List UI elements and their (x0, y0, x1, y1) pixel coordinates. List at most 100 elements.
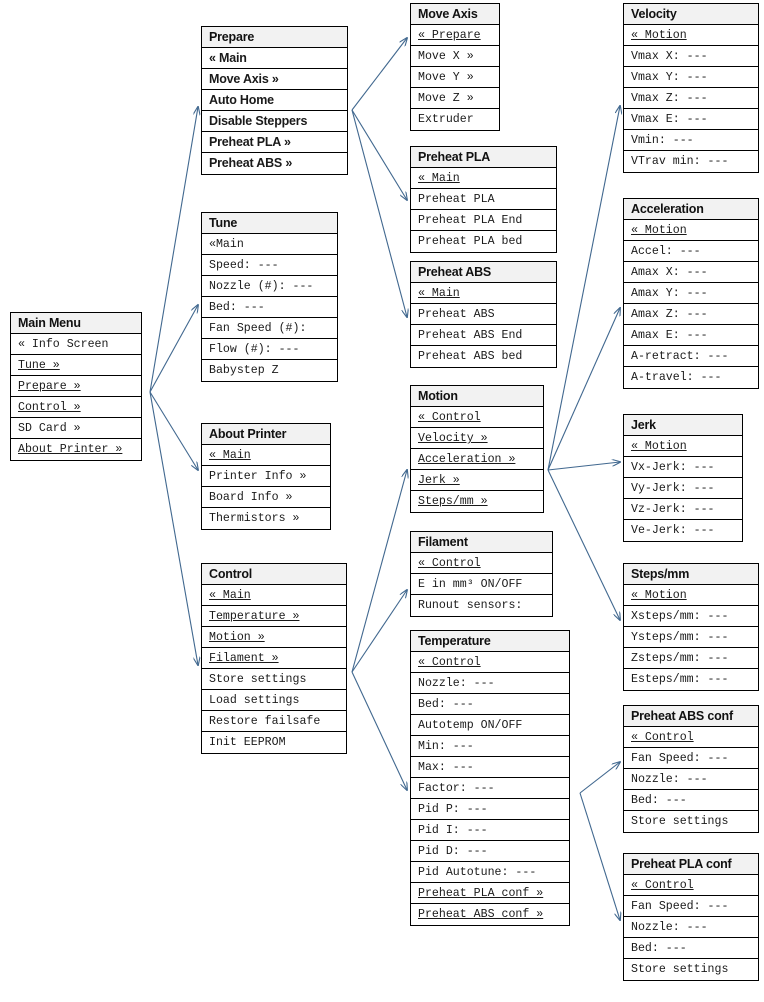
menu-item[interactable]: Esteps/mm: --- (624, 669, 758, 690)
menu-item[interactable]: Bed: --- (624, 938, 758, 959)
menu-item[interactable]: Disable Steppers (202, 111, 347, 132)
menu-item[interactable]: Speed: --- (202, 255, 337, 276)
menu-item[interactable]: « Main (202, 48, 347, 69)
menu-item[interactable]: Auto Home (202, 90, 347, 111)
menu-item[interactable]: Preheat ABS conf » (411, 904, 569, 925)
menu-item[interactable]: Velocity » (411, 428, 543, 449)
menu-item[interactable]: Tune » (11, 355, 141, 376)
menu-item[interactable]: « Control (624, 875, 758, 896)
menu-item[interactable]: Vz-Jerk: --- (624, 499, 742, 520)
menu-item[interactable]: Fan Speed (#): (202, 318, 337, 339)
menu-item[interactable]: About Printer » (11, 439, 141, 460)
menu-item[interactable]: Pid I: --- (411, 820, 569, 841)
menu-item[interactable]: Board Info » (202, 487, 330, 508)
menu-item[interactable]: Bed: --- (202, 297, 337, 318)
menu-item[interactable]: Zsteps/mm: --- (624, 648, 758, 669)
menu-item[interactable]: Pid D: --- (411, 841, 569, 862)
menu-item[interactable]: Amax Z: --- (624, 304, 758, 325)
menu-item[interactable]: Vmin: --- (624, 130, 758, 151)
menu-item[interactable]: Bed: --- (411, 694, 569, 715)
menu-item[interactable]: « Motion (624, 436, 742, 457)
menu-item[interactable]: Move Z » (411, 88, 499, 109)
menu-item[interactable]: Temperature » (202, 606, 346, 627)
menu-item[interactable]: Preheat PLA (411, 189, 556, 210)
menu-item[interactable]: « Motion (624, 585, 758, 606)
menu-item[interactable]: « Control (624, 727, 758, 748)
menu-item[interactable]: Filament » (202, 648, 346, 669)
menu-item[interactable]: Preheat ABS (411, 304, 556, 325)
menu-item[interactable]: Init EEPROM (202, 732, 346, 753)
menu-item[interactable]: Runout sensors: (411, 595, 552, 616)
menu-item[interactable]: Move Axis » (202, 69, 347, 90)
menu-item[interactable]: Nozzle: --- (624, 769, 758, 790)
menu-item[interactable]: Ysteps/mm: --- (624, 627, 758, 648)
menu-item[interactable]: Ve-Jerk: --- (624, 520, 742, 541)
menu-item[interactable]: Nozzle (#): --- (202, 276, 337, 297)
menu-item[interactable]: Preheat PLA conf » (411, 883, 569, 904)
menu-item[interactable]: «Main (202, 234, 337, 255)
menu-item[interactable]: SD Card » (11, 418, 141, 439)
menu-item[interactable]: « Main (411, 168, 556, 189)
menu-item[interactable]: Fan Speed: --- (624, 896, 758, 917)
menu-item[interactable]: Vmax Z: --- (624, 88, 758, 109)
menu-item[interactable]: « Prepare (411, 25, 499, 46)
menu-item[interactable]: E in mm³ ON/OFF (411, 574, 552, 595)
menu-item[interactable]: Autotemp ON/OFF (411, 715, 569, 736)
menu-item[interactable]: Steps/mm » (411, 491, 543, 512)
menu-item[interactable]: Flow (#): --- (202, 339, 337, 360)
menu-item[interactable]: Amax Y: --- (624, 283, 758, 304)
menu-item[interactable]: Preheat ABS End (411, 325, 556, 346)
menu-item[interactable]: Store settings (202, 669, 346, 690)
menu-item[interactable]: « Info Screen (11, 334, 141, 355)
menu-item[interactable]: Prepare » (11, 376, 141, 397)
menu-item[interactable]: Load settings (202, 690, 346, 711)
menu-item[interactable]: Printer Info » (202, 466, 330, 487)
menu-item[interactable]: Preheat ABS » (202, 153, 347, 174)
menu-item[interactable]: VTrav min: --- (624, 151, 758, 172)
menu-item[interactable]: Amax X: --- (624, 262, 758, 283)
menu-item[interactable]: Move Y » (411, 67, 499, 88)
menu-item[interactable]: Amax E: --- (624, 325, 758, 346)
menu-item[interactable]: Factor: --- (411, 778, 569, 799)
menu-item[interactable]: Preheat PLA End (411, 210, 556, 231)
menu-item[interactable]: Pid Autotune: --- (411, 862, 569, 883)
menu-item[interactable]: Vmax E: --- (624, 109, 758, 130)
menu-item[interactable]: Extruder (411, 109, 499, 130)
menu-item[interactable]: A-travel: --- (624, 367, 758, 388)
menu-item[interactable]: Store settings (624, 811, 758, 832)
menu-item[interactable]: Vmax Y: --- (624, 67, 758, 88)
menu-item[interactable]: Preheat PLA bed (411, 231, 556, 252)
menu-item[interactable]: « Main (202, 445, 330, 466)
menu-item[interactable]: Motion » (202, 627, 346, 648)
menu-item[interactable]: A-retract: --- (624, 346, 758, 367)
menu-item[interactable]: Acceleration » (411, 449, 543, 470)
menu-item[interactable]: « Motion (624, 220, 758, 241)
menu-item[interactable]: Accel: --- (624, 241, 758, 262)
menu-item[interactable]: « Motion (624, 25, 758, 46)
menu-item[interactable]: Control » (11, 397, 141, 418)
menu-item[interactable]: « Main (411, 283, 556, 304)
menu-item[interactable]: Nozzle: --- (411, 673, 569, 694)
menu-item[interactable]: Fan Speed: --- (624, 748, 758, 769)
menu-item[interactable]: « Control (411, 553, 552, 574)
menu-item[interactable]: Preheat ABS bed (411, 346, 556, 367)
menu-item[interactable]: Babystep Z (202, 360, 337, 381)
menu-item[interactable]: « Control (411, 652, 569, 673)
menu-item[interactable]: Preheat PLA » (202, 132, 347, 153)
menu-item[interactable]: Thermistors » (202, 508, 330, 529)
menu-item[interactable]: « Control (411, 407, 543, 428)
menu-item[interactable]: « Main (202, 585, 346, 606)
menu-item[interactable]: Vmax X: --- (624, 46, 758, 67)
menu-item[interactable]: Jerk » (411, 470, 543, 491)
menu-item[interactable]: Pid P: --- (411, 799, 569, 820)
menu-item[interactable]: Min: --- (411, 736, 569, 757)
menu-item[interactable]: Restore failsafe (202, 711, 346, 732)
menu-item[interactable]: Max: --- (411, 757, 569, 778)
menu-item[interactable]: Vy-Jerk: --- (624, 478, 742, 499)
menu-item[interactable]: Move X » (411, 46, 499, 67)
menu-item[interactable]: Nozzle: --- (624, 917, 758, 938)
menu-item[interactable]: Bed: --- (624, 790, 758, 811)
menu-item[interactable]: Vx-Jerk: --- (624, 457, 742, 478)
menu-item[interactable]: Xsteps/mm: --- (624, 606, 758, 627)
menu-item[interactable]: Store settings (624, 959, 758, 980)
